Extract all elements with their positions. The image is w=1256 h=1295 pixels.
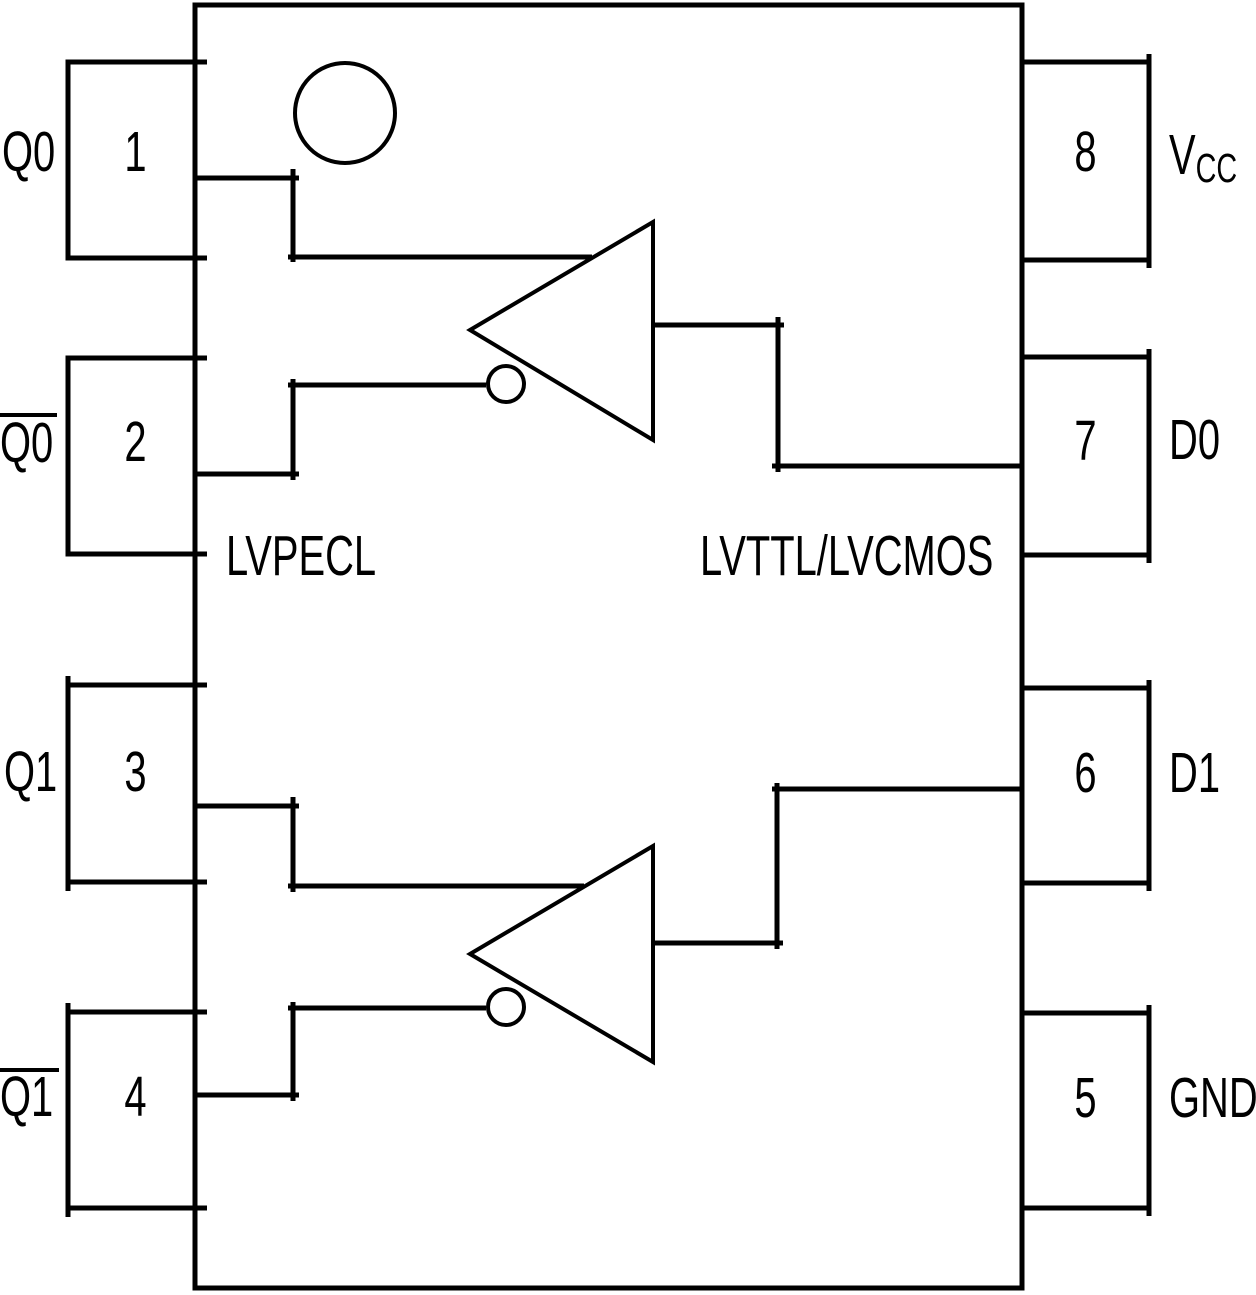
pin7-signal-label: D0 — [1169, 408, 1221, 472]
pin-box-4 — [65, 1009, 198, 1211]
pin1-signal-text: Q0 — [2, 120, 56, 184]
pin-box-3 — [65, 682, 198, 885]
pin4-signal-text: Q1 — [0, 1065, 54, 1129]
pin3-signal-text: Q1 — [4, 740, 58, 804]
pin8-signal-label: VCC — [1169, 127, 1238, 192]
pin3-signal-label: Q1 — [4, 744, 57, 801]
pin5-signal-label: GND — [1169, 1066, 1256, 1130]
pin-box-1 — [65, 59, 198, 261]
pin4-number: 4 — [124, 1065, 147, 1129]
region-label-lvttl-lvcmos: LVTTL/LVCMOS — [700, 524, 994, 588]
buffer-triangle-bottom — [466, 842, 655, 1066]
wire-d0 — [653, 317, 1022, 472]
pin2-overline-bar — [0, 413, 57, 417]
pin4-overline-bar — [0, 1068, 59, 1072]
pin1-number: 1 — [124, 120, 147, 184]
pin1-signal-label: Q0 — [2, 124, 55, 181]
wire-q0 — [195, 169, 592, 262]
pin6-signal-label: D1 — [1169, 741, 1221, 805]
pin6-number: 6 — [1074, 741, 1097, 805]
pin1-indicator-circle — [293, 61, 397, 165]
pin5-number: 5 — [1074, 1066, 1097, 1130]
inversion-bubble-top — [486, 364, 526, 404]
pin3-number: 3 — [124, 740, 147, 804]
inversion-bubble-bottom — [486, 987, 526, 1027]
wire-q0-bar — [195, 379, 486, 480]
ic-body-outline — [192, 2, 1025, 1291]
wire-q1-bar — [195, 1002, 486, 1101]
pin7-number: 7 — [1074, 409, 1097, 473]
buffer-triangle-top — [466, 218, 655, 444]
wire-q1 — [195, 797, 584, 892]
region-label-lvpecl: LVPECL — [226, 524, 377, 588]
pin8-number: 8 — [1074, 120, 1097, 184]
pin4-signal-label: Q1 — [0, 1069, 53, 1126]
pin-box-2 — [65, 355, 198, 557]
vcc-subscript-text: CC — [1195, 145, 1238, 191]
pin-box-edge-ticks — [65, 54, 1152, 1217]
pin2-signal-label: Q0 — [0, 415, 53, 472]
pin2-signal-text: Q0 — [0, 411, 54, 475]
pin2-number: 2 — [124, 410, 147, 474]
wire-d1 — [653, 783, 1022, 949]
vcc-main-text: V — [1169, 123, 1196, 187]
